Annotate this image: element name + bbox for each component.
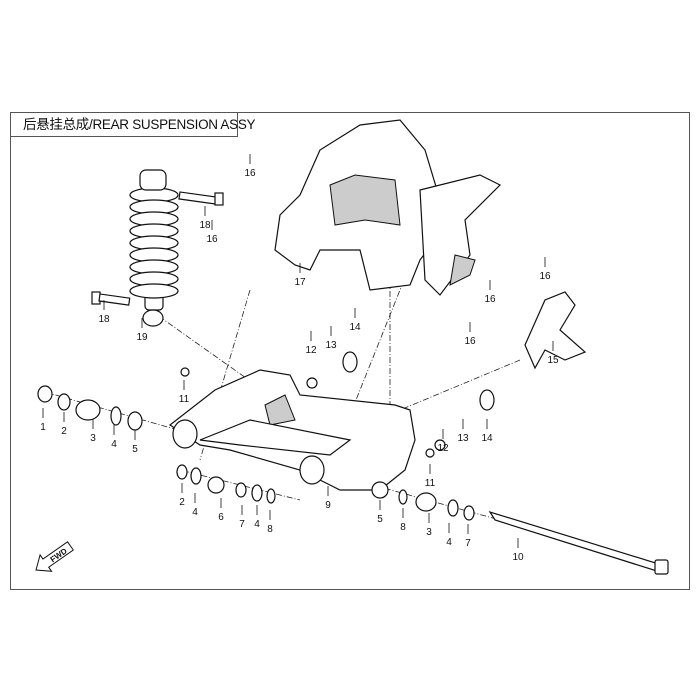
swingarm: [168, 369, 416, 491]
washer: [127, 411, 143, 431]
callout-15: 15: [547, 355, 559, 366]
diagram-title: 后悬挂总成/REAR SUSPENSION ASSY: [10, 112, 256, 137]
callout-18: 18: [98, 314, 110, 325]
rear-fender: [274, 119, 502, 296]
washer: [425, 448, 435, 458]
callout-10: 10: [512, 552, 524, 563]
callout-12: 12: [437, 443, 449, 454]
callout-5: 5: [377, 514, 383, 525]
washer: [110, 406, 122, 426]
callout-4: 4: [446, 537, 452, 548]
washer: [251, 484, 263, 502]
washer: [176, 464, 188, 480]
callout-16: 16: [244, 168, 256, 179]
callout-8: 8: [400, 522, 406, 533]
bolt-18: [91, 191, 224, 306]
callout-4: 4: [192, 507, 198, 518]
callout-16: 16: [464, 336, 476, 347]
bracket-15: [524, 291, 587, 370]
washer: [266, 488, 276, 504]
washer: [371, 481, 389, 499]
callout-8: 8: [267, 524, 273, 535]
callout-7: 7: [239, 519, 245, 530]
callout-13: 13: [325, 340, 337, 351]
callout-3: 3: [90, 433, 96, 444]
washer: [207, 476, 225, 494]
washer: [57, 393, 71, 411]
callout-14: 14: [481, 433, 493, 444]
washer: [447, 499, 459, 517]
callout-13: 13: [457, 433, 469, 444]
callout-4: 4: [254, 519, 260, 530]
callout-11: 11: [179, 394, 190, 405]
washer: [415, 492, 437, 512]
fwd-arrow-icon: FWD: [35, 541, 74, 572]
callout-11: 11: [425, 478, 436, 489]
callout-12: 12: [305, 345, 317, 356]
washer: [306, 377, 318, 389]
callout-4: 4: [111, 439, 117, 450]
callout-6: 6: [218, 512, 224, 523]
callout-16: 16: [539, 271, 551, 282]
washer: [398, 489, 408, 505]
callout-19: 19: [136, 332, 148, 343]
shock-absorber: [129, 169, 179, 327]
callout-2: 2: [179, 497, 185, 508]
callout-14: 14: [349, 322, 361, 333]
callout-3: 3: [426, 527, 432, 538]
callout-17: 17: [294, 277, 306, 288]
pivot-axle: [488, 510, 669, 575]
washer: [190, 467, 202, 485]
washer: [479, 389, 495, 411]
callout-1: 1: [40, 422, 46, 433]
diagram-frame: [10, 112, 690, 590]
washers-bushings: [37, 351, 495, 521]
washer: [434, 439, 446, 451]
callout-18: 18: [199, 220, 211, 231]
callout-16: 16: [206, 234, 218, 245]
callout-16: 16: [484, 294, 496, 305]
washer: [180, 367, 190, 377]
washer: [342, 351, 358, 373]
washer: [235, 482, 247, 498]
callout-5: 5: [132, 444, 138, 455]
callout-7: 7: [465, 538, 471, 549]
callout-9: 9: [325, 500, 331, 511]
washer: [37, 385, 53, 403]
spring-coil: [129, 283, 179, 299]
callout-2: 2: [61, 426, 67, 437]
washer: [75, 399, 101, 421]
washer: [463, 505, 475, 521]
